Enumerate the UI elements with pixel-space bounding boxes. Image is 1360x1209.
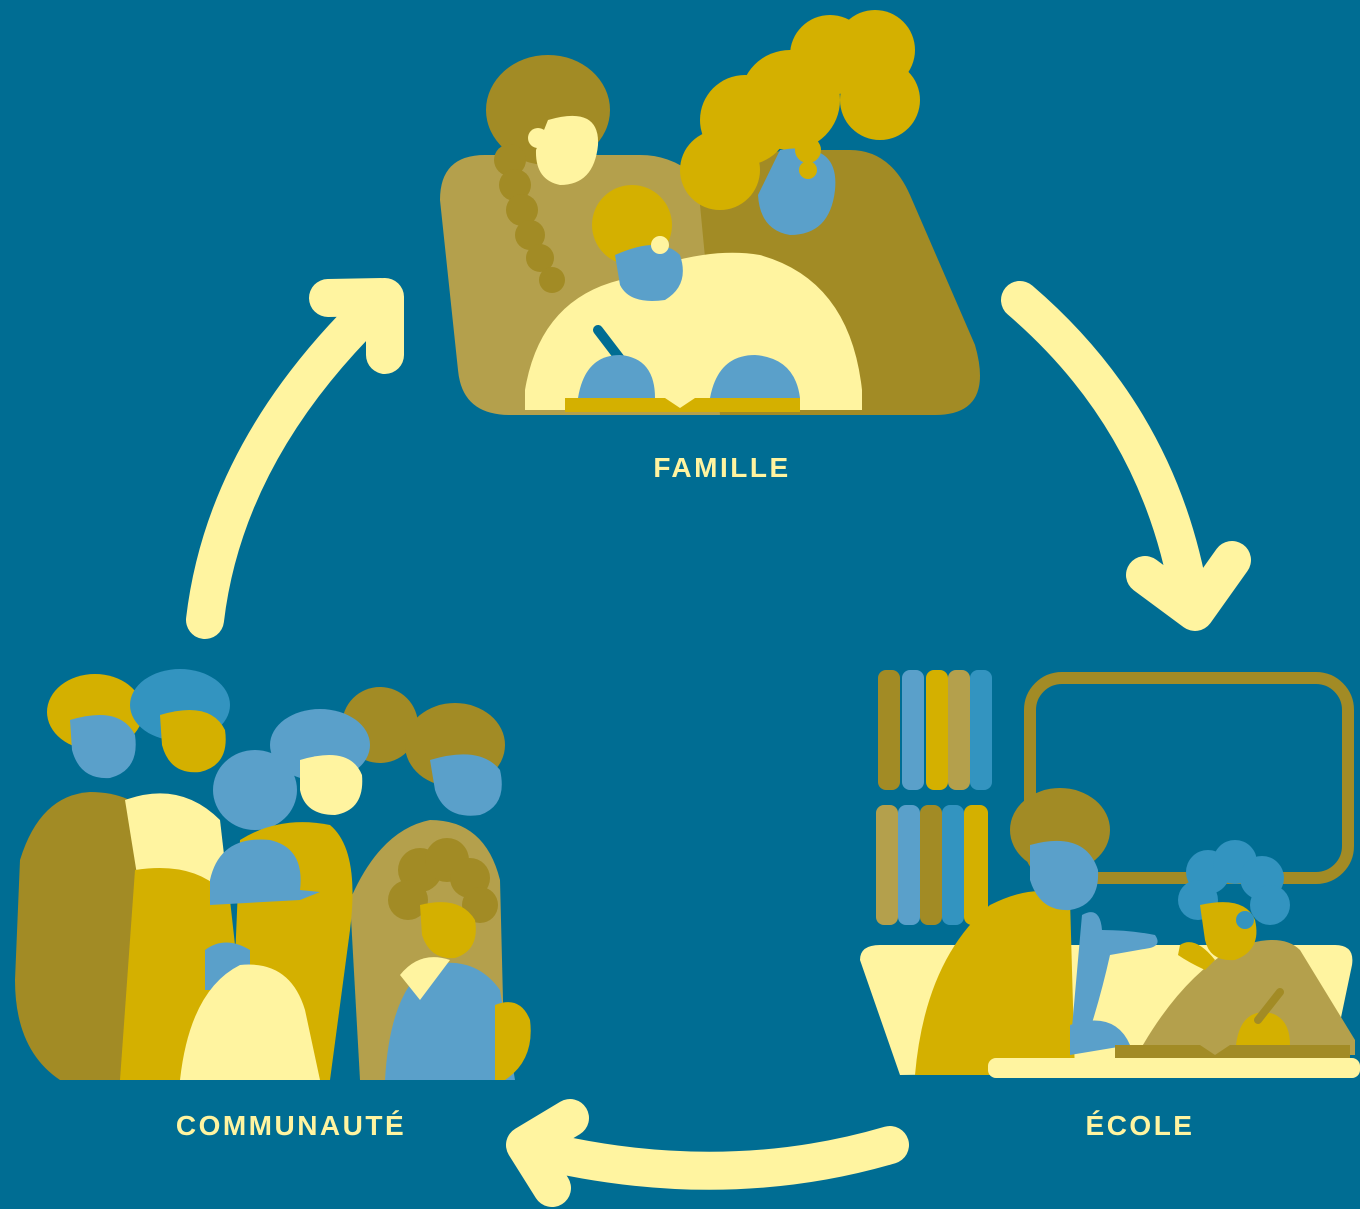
desk-edge — [988, 1058, 1360, 1078]
open-book — [1115, 1045, 1350, 1058]
mother-braid — [494, 144, 565, 293]
father-earring — [799, 161, 817, 179]
person-face — [420, 902, 476, 959]
cycle-arrows — [186, 278, 1251, 1207]
person-face — [300, 755, 363, 815]
curved-arrow-icon — [1001, 281, 1251, 631]
node-label-ecole: ÉCOLE — [1085, 1110, 1195, 1141]
mother-ear — [528, 128, 548, 148]
node-label-famille: FAMILLE — [653, 452, 791, 483]
arrow-communaute-famille — [186, 286, 394, 639]
child-face — [615, 245, 683, 301]
person-face — [70, 715, 136, 779]
arrow-ecole-communaute — [511, 1126, 909, 1190]
person-hair — [388, 838, 498, 923]
node-label-communaute: COMMUNAUTÉ — [175, 1110, 407, 1141]
bookshelf-upper — [878, 670, 992, 790]
teacher-body — [915, 891, 1075, 1075]
curved-arrow-icon — [506, 1099, 909, 1207]
father-hair — [680, 10, 920, 210]
teacher-arm — [1070, 912, 1158, 1050]
student-hair — [1178, 840, 1290, 925]
cap — [210, 839, 320, 905]
student-arm — [1178, 942, 1215, 970]
arrow-head — [1126, 541, 1251, 631]
student-pencil — [1254, 988, 1284, 1024]
bookshelf-lower — [876, 805, 988, 925]
person-arm — [400, 957, 450, 1000]
open-book — [565, 398, 800, 412]
person-face — [160, 710, 226, 773]
person-hair — [213, 750, 297, 830]
child-ear — [651, 236, 669, 254]
father-ear — [795, 137, 821, 163]
family-reading-illustration — [440, 10, 980, 415]
student-hand — [1236, 1012, 1290, 1045]
right-hand — [710, 355, 800, 398]
classroom-illustration — [860, 670, 1360, 1078]
student-ear — [1236, 911, 1254, 929]
teacher-ear — [1033, 848, 1053, 868]
student-body — [1140, 940, 1355, 1055]
community-group-illustration — [15, 669, 531, 1080]
curved-arrow-icon — [186, 278, 404, 639]
person-body — [180, 964, 320, 1080]
arrow-head — [309, 278, 404, 374]
arrow-head — [506, 1099, 589, 1207]
person-face — [430, 754, 502, 816]
arrow-famille-ecole — [1001, 281, 1209, 619]
person-body — [495, 1002, 531, 1080]
mother-face — [535, 115, 599, 185]
left-hand — [578, 355, 655, 398]
